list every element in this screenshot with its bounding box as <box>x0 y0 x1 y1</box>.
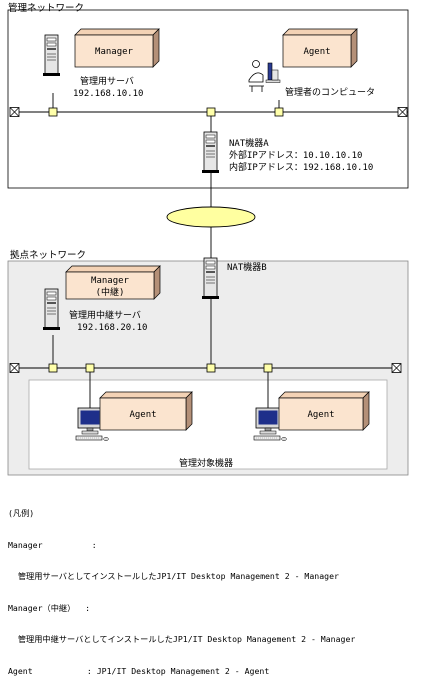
legend-line-4: 管理用中継サーバとしてインストールしたJP1/IT Desktop Manage… <box>8 634 356 644</box>
node-nat-a-top <box>206 107 216 117</box>
node-manager <box>48 107 58 117</box>
agent1-label: Agent <box>129 410 156 420</box>
manager-box-label: Manager <box>95 47 134 57</box>
legend-line-1: Manager : <box>8 539 97 550</box>
relay-server-ip: 192.168.20.10 <box>77 323 147 333</box>
nat-a-icon <box>201 131 220 174</box>
managed-devices-label: 管理対象機器 <box>179 457 233 469</box>
legend-line-5: Agent : JP1/IT Desktop Management 2 - Ag… <box>8 665 270 676</box>
nat-a-name: NAT機器A <box>229 137 269 149</box>
manager-server-icon <box>42 34 61 77</box>
agent2-box <box>278 391 370 431</box>
network-diagram: 管理ネットワーク 拠点ネットワーク <box>7 2 409 476</box>
mgmt-network-label: 管理ネットワーク <box>8 2 84 14</box>
admin-computer-label: 管理者のコンピュータ <box>285 86 375 98</box>
manager-box <box>74 28 160 68</box>
legend-line-2: 管理用サーバとしてインストールしたJP1/IT Desktop Manageme… <box>8 571 339 581</box>
node-relay <box>48 363 58 373</box>
nat-a-int-ip: 内部IPアドレス：192.168.10.10 <box>229 161 373 173</box>
legend-title: (凡例) <box>8 508 35 518</box>
admin-agent-box <box>282 28 358 68</box>
admin-agent-label: Agent <box>303 47 330 57</box>
nat-b-name: NAT機器B <box>227 261 267 273</box>
relay-box-label-1: Manager <box>91 276 130 286</box>
external-network-cloud <box>166 206 256 228</box>
node-admin <box>274 107 284 117</box>
relay-server-icon <box>42 288 61 331</box>
terminator-left-top <box>9 107 20 117</box>
relay-box-label-2: (中継) <box>96 286 125 298</box>
relay-manager-box <box>65 265 161 300</box>
nat-b-icon <box>201 257 220 300</box>
manager-server-label: 管理用サーバ <box>80 75 134 87</box>
nat-a-ext-ip: 外部IPアドレス：10.10.10.10 <box>229 149 362 161</box>
agent1-box <box>99 391 193 431</box>
legend: (凡例) Manager : 管理用サーバとしてインストールしたJP1/IT D… <box>8 487 433 687</box>
manager-server-ip: 192.168.10.10 <box>73 89 143 99</box>
agent2-label: Agent <box>307 410 334 420</box>
admin-user-icon <box>248 60 281 92</box>
site-network-label: 拠点ネットワーク <box>10 249 86 261</box>
legend-line-3: Manager（中継） : <box>8 602 91 613</box>
node-nat-b <box>206 363 216 373</box>
terminator-right-bottom <box>391 363 402 373</box>
terminator-left-bottom <box>9 363 20 373</box>
relay-server-label: 管理用中継サーバ <box>69 309 141 321</box>
terminator-right-top <box>397 107 408 117</box>
node-agent2 <box>263 363 273 373</box>
node-agent1 <box>85 363 95 373</box>
